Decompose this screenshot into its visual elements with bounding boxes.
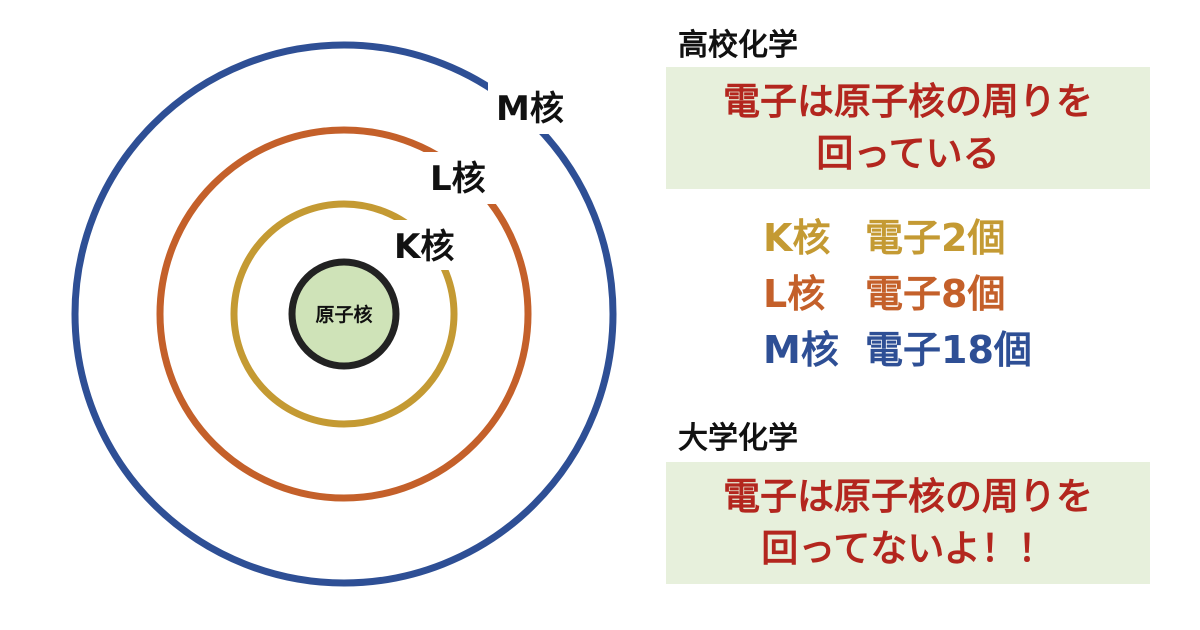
l-shell-label-bg <box>422 152 504 204</box>
shell-row-m-count: 電子18個 <box>865 328 1032 372</box>
shell-row-l-count: 電子8個 <box>865 272 1006 316</box>
shell-row-k-count: 電子2個 <box>865 216 1006 260</box>
atom-shell-diagram: M核 L核 K核 原子核 <box>71 41 617 587</box>
shell-row-l: L核電子8個 <box>763 266 1093 322</box>
m-shell-label-bg <box>488 82 570 134</box>
university-statement-box: 電子は原子核の周りを 回ってないよ！！ <box>666 462 1150 584</box>
shell-electron-list: K核電子2個 L核電子8個 M核電子18個 <box>763 210 1093 378</box>
university-statement-line-2: 回ってないよ！！ <box>761 527 1055 570</box>
nucleus-label: 原子核 <box>315 303 372 326</box>
m-shell-label: M核 <box>496 89 564 129</box>
nucleus <box>288 258 400 370</box>
k-shell-label: K核 <box>394 227 454 267</box>
shell-row-k-name: K核 <box>763 216 831 260</box>
university-heading: 大学化学 <box>678 421 798 456</box>
l-shell-label: L核 <box>430 159 486 199</box>
high-school-statement-line-1: 電子は原子核の周りを <box>723 80 1093 123</box>
high-school-statement-line-2: 回っている <box>816 132 1000 175</box>
high-school-heading: 高校化学 <box>678 28 798 63</box>
m-shell-ring <box>71 41 617 587</box>
l-shell-ring <box>156 126 532 502</box>
shell-row-m-name: M核 <box>763 328 839 372</box>
shell-row-m: M核電子18個 <box>763 322 1093 378</box>
high-school-statement-box: 電子は原子核の周りを 回っている <box>666 67 1150 189</box>
shell-row-l-name: L核 <box>763 272 826 316</box>
k-shell-ring <box>230 200 458 428</box>
university-statement-line-1: 電子は原子核の周りを <box>723 475 1093 518</box>
shell-row-k: K核電子2個 <box>763 210 1093 266</box>
k-shell-label-bg <box>387 220 467 270</box>
